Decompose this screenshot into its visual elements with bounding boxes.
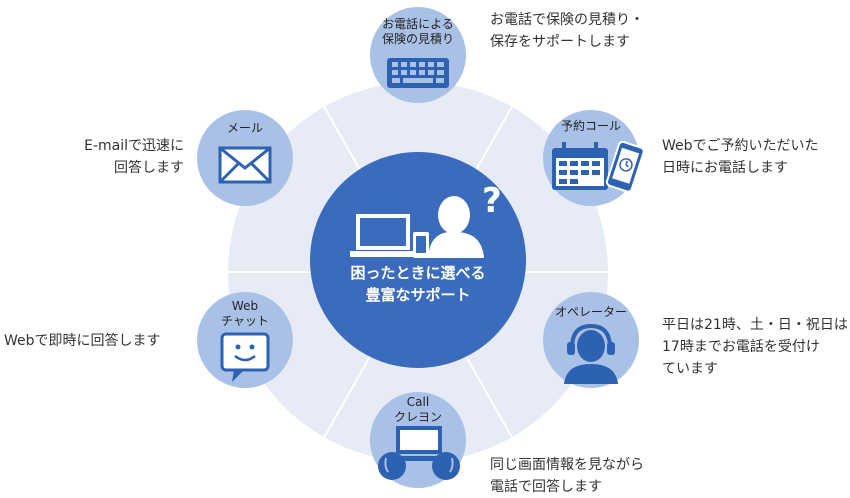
desc-phone-estimate: お電話で保険の見積り・ 保存をサポートします bbox=[490, 9, 644, 53]
laptop-icon bbox=[350, 214, 416, 257]
center-title: 困ったときに選べる 豊富なサポート bbox=[318, 262, 518, 306]
desc-operator: 平日は21時、土・日・祝日は 17時までお電話を受付け ています bbox=[662, 314, 848, 380]
screen-share-icon bbox=[378, 426, 460, 480]
node-label-line2: チャット bbox=[221, 314, 269, 328]
center-circle bbox=[310, 152, 526, 368]
node-label-line1: 予約コール bbox=[560, 119, 621, 133]
node-label-line1: Web bbox=[231, 299, 259, 313]
desc-line: E-mailで迅速に bbox=[84, 138, 184, 154]
desc-call-crayon: 同じ画面情報を見ながら 電話で回答します bbox=[490, 454, 644, 498]
center-title-line2: 豊富なサポート bbox=[365, 286, 471, 304]
desc-line: Webで即時に回答します bbox=[4, 333, 161, 349]
node-label-line2: 保険の見積り bbox=[381, 32, 454, 46]
node-label-web-chat: Web チャット bbox=[190, 299, 300, 329]
node-label-line1: お電話による bbox=[382, 17, 454, 31]
calendar-phone-icon bbox=[552, 140, 645, 193]
node-label-line1: メール bbox=[226, 121, 263, 135]
center-title-line1: 困ったときに選べる bbox=[350, 264, 486, 282]
node-label-line2: クレヨン bbox=[393, 410, 442, 424]
smartphone-icon bbox=[413, 232, 429, 258]
desc-line: 同じ画面情報を見ながら bbox=[490, 457, 644, 473]
desc-line: 回答します bbox=[114, 160, 184, 176]
node-label-email: メール bbox=[190, 121, 300, 136]
desc-line: 電話で回答します bbox=[490, 479, 602, 495]
node-label-reservation-call: 予約コール bbox=[536, 119, 646, 134]
node-label-line1: オペレーター bbox=[554, 305, 627, 319]
desc-line: Webでご予約いただいた bbox=[662, 138, 819, 154]
desc-web-chat: Webで即時に回答します bbox=[4, 330, 161, 352]
desc-line: お電話で保険の見積り・ bbox=[490, 12, 644, 28]
desc-email: E-mailで迅速に 回答します bbox=[66, 135, 184, 179]
desc-line: 17時までお電話を受付け bbox=[662, 339, 820, 355]
node-label-line1: Call bbox=[406, 395, 430, 409]
desc-line: 平日は21時、土・日・祝日は bbox=[662, 317, 848, 333]
desc-line: 保存をサポートします bbox=[490, 34, 630, 50]
person-question-icon: ? bbox=[428, 181, 502, 258]
envelope-icon bbox=[218, 146, 272, 184]
operator-headset-icon bbox=[564, 323, 618, 384]
desc-reservation-call: Webでご予約いただいた 日時にお電話します bbox=[662, 135, 819, 179]
desc-line: ています bbox=[662, 361, 718, 377]
chat-bubble-icon bbox=[220, 332, 270, 382]
desc-line: 日時にお電話します bbox=[662, 160, 788, 176]
svg-text:?: ? bbox=[482, 181, 502, 221]
keyboard-icon bbox=[387, 58, 449, 88]
node-label-phone-estimate: お電話による 保険の見積り bbox=[363, 17, 473, 47]
node-label-operator: オペレーター bbox=[536, 305, 646, 320]
node-label-call-crayon: Call クレヨン bbox=[363, 395, 473, 425]
